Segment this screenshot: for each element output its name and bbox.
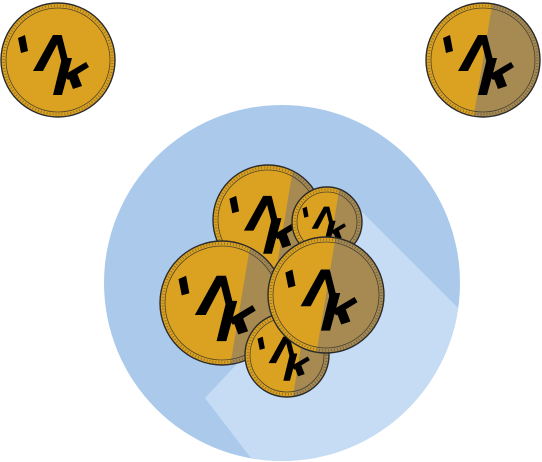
coin-stack-icon (104, 105, 460, 461)
coin-glyph-icon (443, 35, 514, 95)
coin-glyph-icon (229, 195, 298, 254)
coin-glyph-icon (18, 35, 89, 95)
coin-glyph-icon (178, 275, 256, 342)
coin-glyph-icon (285, 269, 358, 331)
coin-glyph-icon (302, 206, 347, 244)
coin-top-right (425, 2, 541, 118)
loose-coins (0, 2, 541, 118)
coin-stack-front-right (267, 236, 385, 354)
coin-glyph-icon (257, 336, 310, 381)
coin-stack (159, 164, 385, 398)
coin-top-left (0, 2, 116, 118)
